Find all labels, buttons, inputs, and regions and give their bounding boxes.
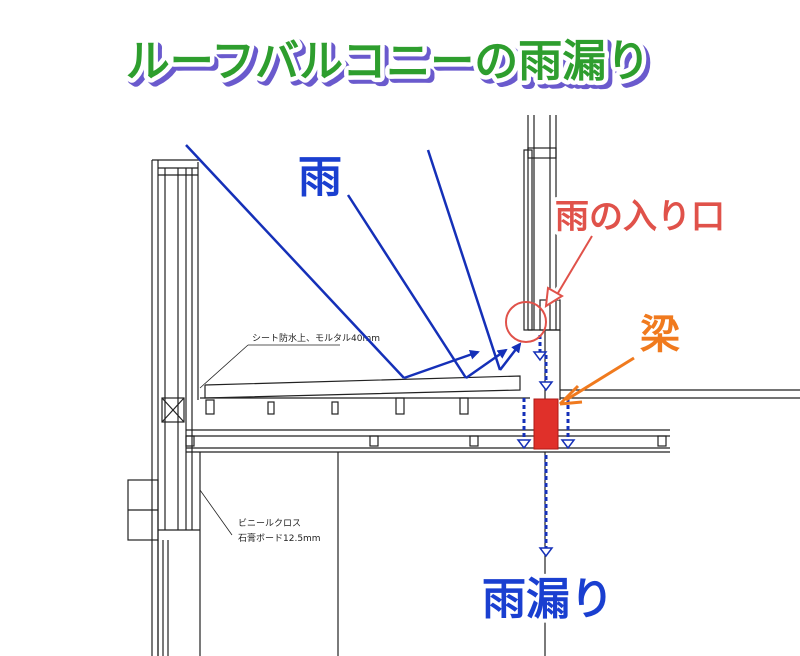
beam-label: 梁	[640, 312, 680, 358]
title-outline: ルーフバルコニーの雨漏り	[126, 36, 650, 87]
cloth-leader	[199, 489, 233, 536]
rain-line	[185, 144, 405, 379]
page-title: ルーフバルコニーの雨漏り	[126, 36, 650, 87]
entry-pointer-arrow	[544, 233, 596, 308]
rain-splash-arrow	[403, 349, 480, 380]
annotation-vinyl-cloth: ビニールクロス	[238, 518, 301, 529]
leak-path	[522, 335, 570, 548]
annotation-gypsum-board: 石膏ボード12.5mm	[238, 532, 321, 544]
annotation-sheet-waterproof: シート防水上、モルタル40mm	[252, 332, 380, 344]
rain-line	[426, 149, 502, 371]
leak-arrowheads	[516, 351, 576, 558]
rain-splash-arrow	[499, 342, 522, 371]
beam-block	[533, 398, 559, 450]
title-shadow: ルーフバルコニーの雨漏り	[130, 40, 654, 91]
entry-label-outline: 雨の入り口	[555, 197, 725, 237]
leak-label-outline: 雨漏り	[482, 574, 614, 625]
title-group: ルーフバルコニーの雨漏り ルーフバルコニーの雨漏り ルーフバルコニーの雨漏り	[121, 32, 658, 96]
balcony-slab	[185, 375, 800, 656]
rain-splash-arrow	[465, 348, 508, 380]
rain-entry-label: 雨の入り口	[555, 197, 725, 237]
rain-label: 雨	[298, 152, 342, 203]
beam-pointer-arrow	[565, 356, 635, 402]
rain-lines	[185, 144, 522, 380]
left-wall	[127, 159, 200, 656]
beam-label-outline: 梁	[640, 312, 680, 358]
leak-label: 雨漏り	[482, 574, 614, 625]
section-drawing	[127, 115, 800, 656]
rain-label-outline: 雨	[298, 152, 342, 203]
rain-line	[346, 194, 468, 379]
rain-entry-circle	[505, 301, 547, 343]
